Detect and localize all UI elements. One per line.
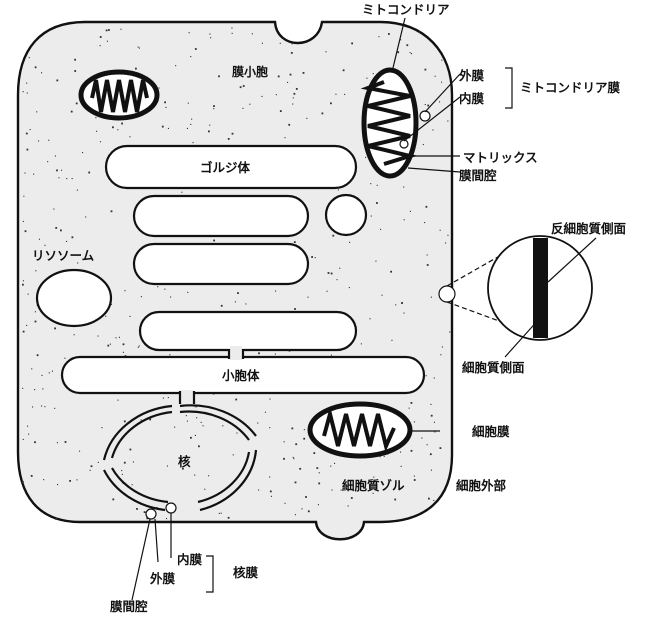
label-er: 小胞体 bbox=[221, 368, 260, 383]
label-intermembrane-mito: 膜間腔 bbox=[459, 168, 497, 183]
er-nucleus-connection bbox=[180, 390, 194, 406]
lysosome bbox=[37, 270, 111, 326]
label-golgi: ゴルジ体 bbox=[200, 160, 251, 175]
label-vesicle: 膜小胞 bbox=[232, 64, 268, 79]
inner-membrane-marker bbox=[400, 140, 408, 148]
membrane-zoom-marker bbox=[439, 286, 455, 302]
label-inner-membrane-mito: 内膜 bbox=[459, 91, 485, 106]
label-inner-membrane-nuc: 内膜 bbox=[177, 552, 203, 567]
label-matrix: マトリックス bbox=[463, 150, 538, 165]
nuclear-intermembrane-marker bbox=[146, 509, 156, 519]
label-cytosol: 細胞質ゾル bbox=[342, 478, 405, 493]
nuclear-membrane-marker bbox=[166, 503, 176, 513]
label-cytoplasmic-side: 細胞質側面 bbox=[462, 360, 525, 375]
outer-membrane-marker bbox=[420, 111, 430, 121]
label-extracellular: 細胞外部 bbox=[456, 478, 507, 493]
label-mitochondria: ミトコンドリア bbox=[362, 2, 450, 17]
label-outer-membrane-nuc: 外膜 bbox=[149, 571, 176, 586]
label-lysosome: リソソーム bbox=[32, 248, 95, 263]
label-nuclear-membrane: 核膜 bbox=[233, 565, 259, 580]
mitochondrion-bottom bbox=[310, 404, 410, 456]
vesicle-round bbox=[326, 195, 366, 235]
label-cell-membrane: 細胞膜 bbox=[472, 424, 510, 439]
label-nucleus: 核 bbox=[178, 454, 191, 469]
mitochondrion-top-left bbox=[81, 72, 157, 118]
label-anti-cytoplasmic: 反細胞質側面 bbox=[551, 221, 627, 236]
label-intermembrane-nuc: 膜間腔 bbox=[110, 599, 148, 614]
er-gap-fill bbox=[230, 346, 242, 360]
label-outer-membrane-mito: 外膜 bbox=[458, 68, 485, 83]
label-mitochondrial-membrane: ミトコンドリア膜 bbox=[520, 80, 621, 95]
golgi-cisterna-2 bbox=[134, 196, 308, 236]
golgi-cisterna-3 bbox=[134, 244, 308, 284]
er-upper-tube bbox=[140, 312, 356, 350]
